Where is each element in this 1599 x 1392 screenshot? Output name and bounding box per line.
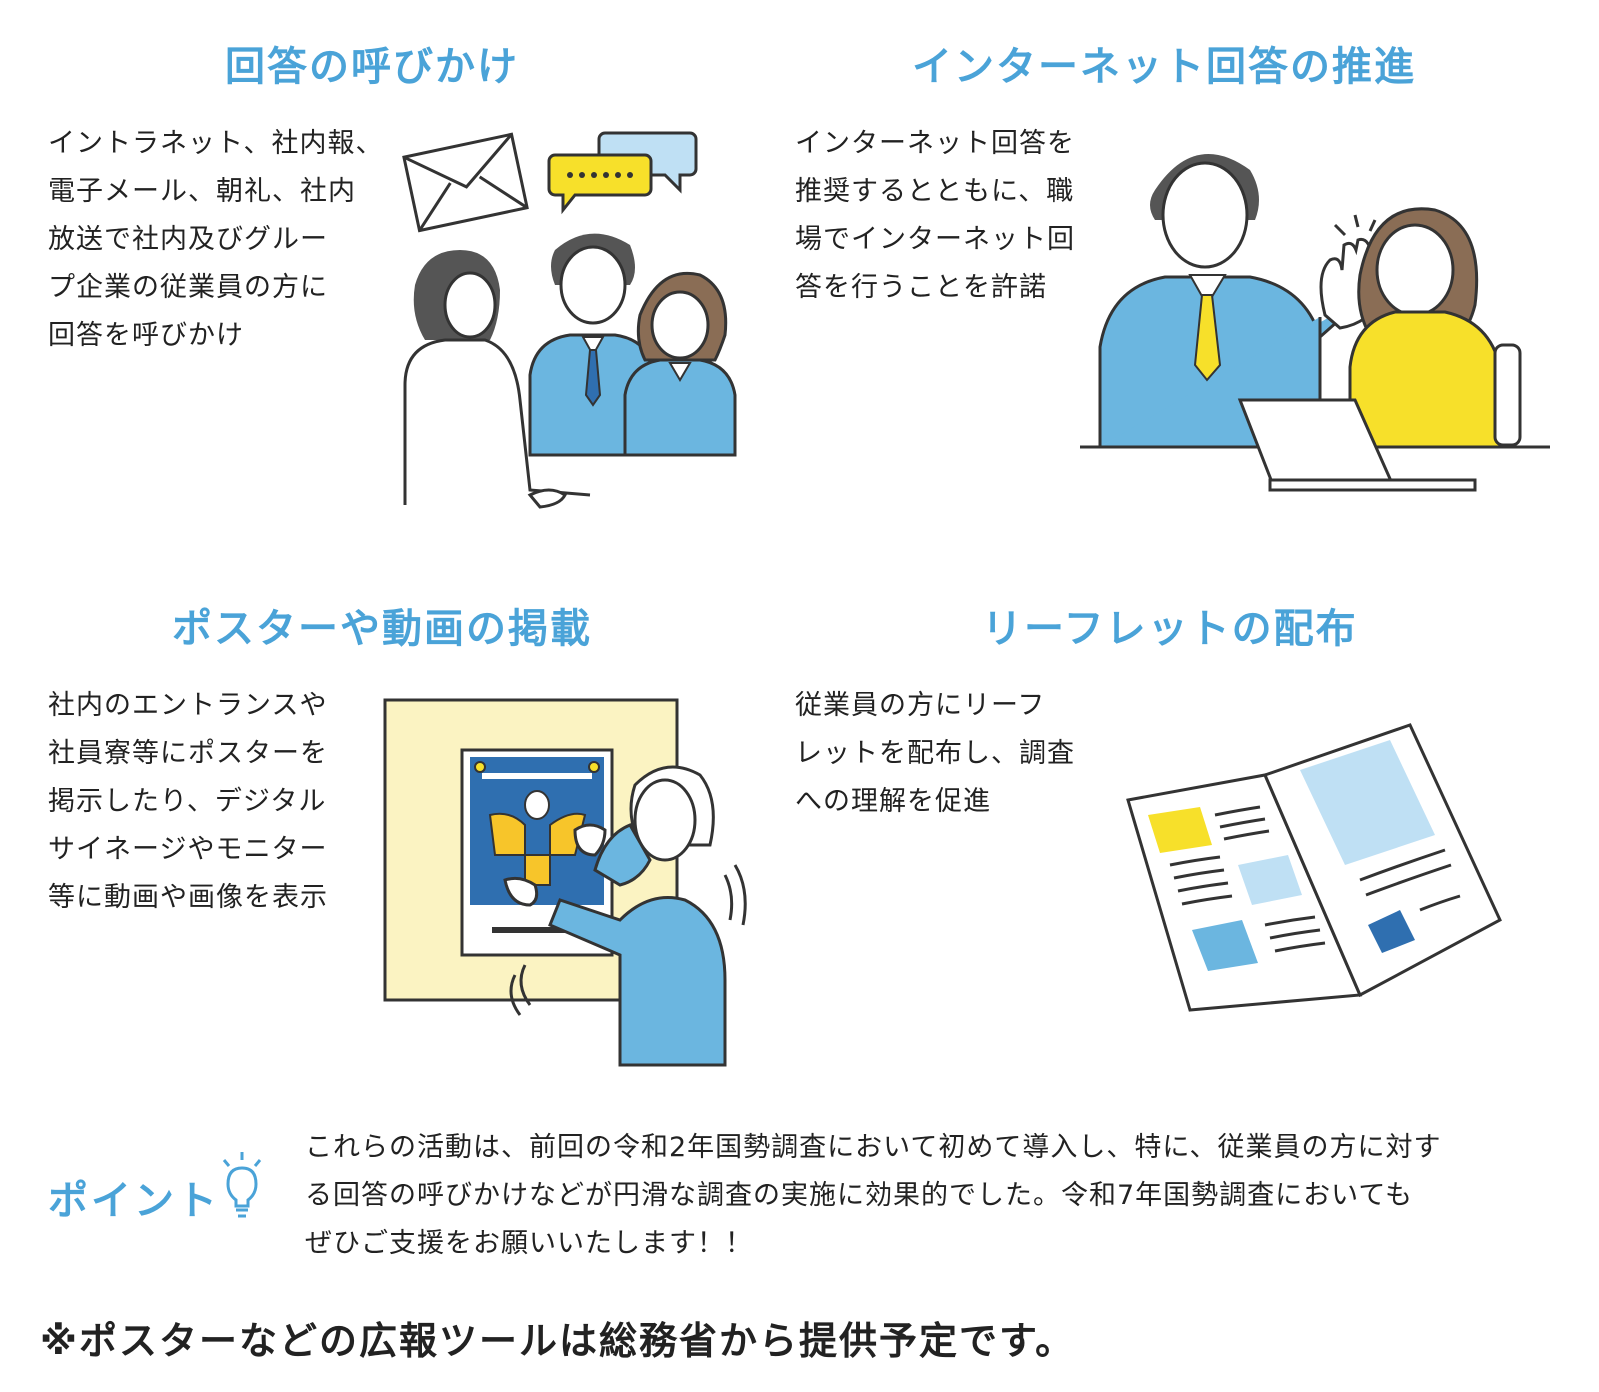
text-line: サイネージやモニター [48, 834, 328, 865]
leaflet-illustration [1126, 723, 1502, 1012]
woman-figure [1348, 207, 1522, 449]
section-text-leaflet: 従業員の方にリーフ レットを配布し、調査 への理解を促進 [795, 682, 1075, 826]
laptop-icon [1237, 398, 1477, 492]
text-line: 等に動画や画像を表示 [48, 882, 328, 913]
text-line: る回答の呼びかけなどが円滑な調査の実施に効果的でした。令和7年国勢調査においても [305, 1180, 1414, 1211]
text-line: インターネット回答を [795, 128, 1075, 159]
section-title-internet-response: インターネット回答の推進 [912, 44, 1416, 90]
text-line: 社内のエントランスや [48, 690, 328, 721]
section-text-call-for-response: イントラネット、社内報、 電子メール、朝礼、社内 放送で社内及びグルー プ企業の… [48, 120, 383, 360]
text-line: 推奨するとともに、職 [795, 176, 1075, 207]
motion-lines [1333, 214, 1377, 237]
section-title-leaflet: リーフレットの配布 [982, 606, 1358, 652]
open-leaflet-icon [1126, 723, 1502, 1012]
text-line: イントラネット、社内報、 [48, 128, 384, 159]
people-conversation-illustration [402, 131, 737, 509]
text-line: ぜひご支援をお願いいたします！！ [305, 1228, 753, 1259]
text-line: プ企業の従業員の方に [48, 272, 328, 303]
woman-figure [403, 250, 591, 509]
woman-figure [623, 271, 737, 457]
text-line: 答を行うことを許諾 [795, 272, 1047, 303]
text-line: 放送で社内及びグルー [48, 224, 328, 255]
lightbulb-icon [222, 1152, 262, 1218]
text-line: これらの活動は、前回の令和2年国勢調査において初めて導入し、特に、従業員の方に対… [305, 1132, 1442, 1163]
office-laptop-illustration [1080, 154, 1550, 492]
text-line: への理解を促進 [795, 786, 991, 817]
point-description: これらの活動は、前回の令和2年国勢調査において初めて導入し、特に、従業員の方に対… [305, 1124, 1442, 1268]
man-figure [503, 765, 727, 1067]
section-text-poster-video: 社内のエントランスや 社員寮等にポスターを 掲示したり、デジタル サイネージやモ… [48, 682, 328, 922]
text-line: 従業員の方にリーフ [795, 690, 1046, 721]
footer-note: ※ポスターなどの広報ツールは総務省から提供予定です。 [40, 1319, 1076, 1363]
text-line: レットを配布し、調査 [795, 738, 1075, 769]
text-line: 電子メール、朝礼、社内 [48, 176, 356, 207]
text-line: 回答を呼びかけ [48, 320, 244, 351]
text-line: 掲示したり、デジタル [48, 786, 327, 817]
poster-posting-illustration [383, 698, 747, 1067]
speech-bubble-icon [547, 131, 698, 215]
text-line: 場でインターネット回 [795, 224, 1075, 255]
motion-lines [509, 864, 747, 1016]
text-line: 社員寮等にポスターを [48, 738, 328, 769]
section-text-internet-response: インターネット回答を 推奨するとともに、職 場でインターネット回 答を行うことを… [795, 120, 1075, 312]
section-title-poster-video: ポスターや動画の掲載 [172, 606, 592, 652]
section-title-call-for-response: 回答の呼びかけ [225, 44, 519, 90]
point-label: ポイント [48, 1178, 220, 1224]
envelope-icon [402, 132, 529, 233]
